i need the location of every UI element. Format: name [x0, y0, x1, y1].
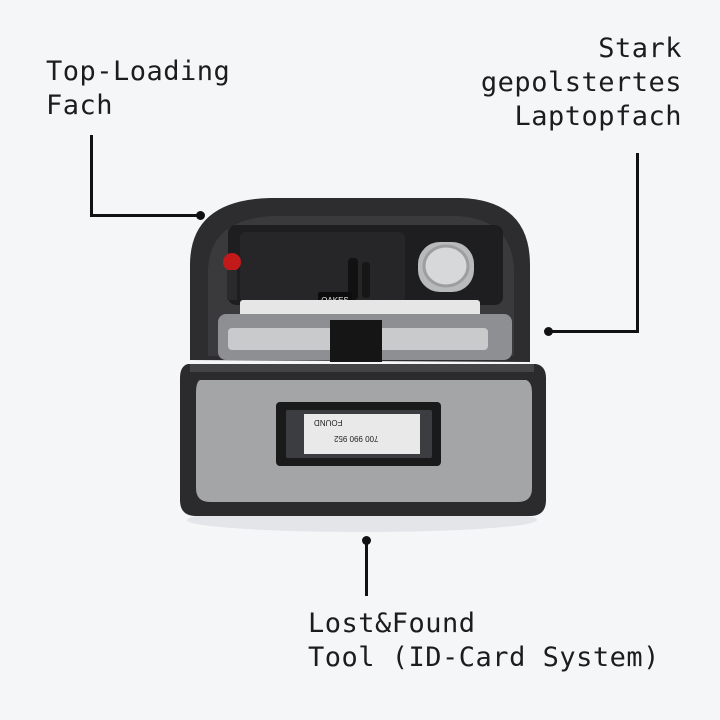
leader-laptop-vertical [636, 153, 639, 333]
laptop-strap [330, 320, 382, 362]
leader-top-loading-horizontal [90, 214, 200, 217]
leader-lost-found-dot [362, 536, 371, 545]
callout-top-loading: Top-Loading Fach [46, 56, 231, 121]
notebook [240, 300, 480, 318]
leader-laptop-horizontal [550, 330, 639, 333]
zipper-edge [190, 364, 534, 372]
red-pen-cap [223, 253, 241, 271]
leader-laptop-dot [544, 327, 553, 336]
zipper-pull-1 [348, 258, 358, 300]
id-card [304, 414, 420, 454]
leader-top-loading-vertical [90, 135, 93, 217]
callout-laptop-compartment: Stark gepolstertes Laptopfach [480, 33, 682, 132]
id-card-text-2: 700 990 952 [333, 434, 378, 443]
id-card-text-1: FOUND [314, 418, 343, 427]
callout-lost-found: Lost&Found Tool (ID-Card System) [308, 608, 660, 673]
pen-body [227, 270, 237, 300]
leader-lost-found-vertical [365, 540, 368, 596]
leader-top-loading-dot [196, 211, 205, 220]
inner-pocket-left [240, 232, 405, 302]
thermos-cap [422, 244, 470, 288]
zipper-pull-2 [362, 262, 370, 298]
